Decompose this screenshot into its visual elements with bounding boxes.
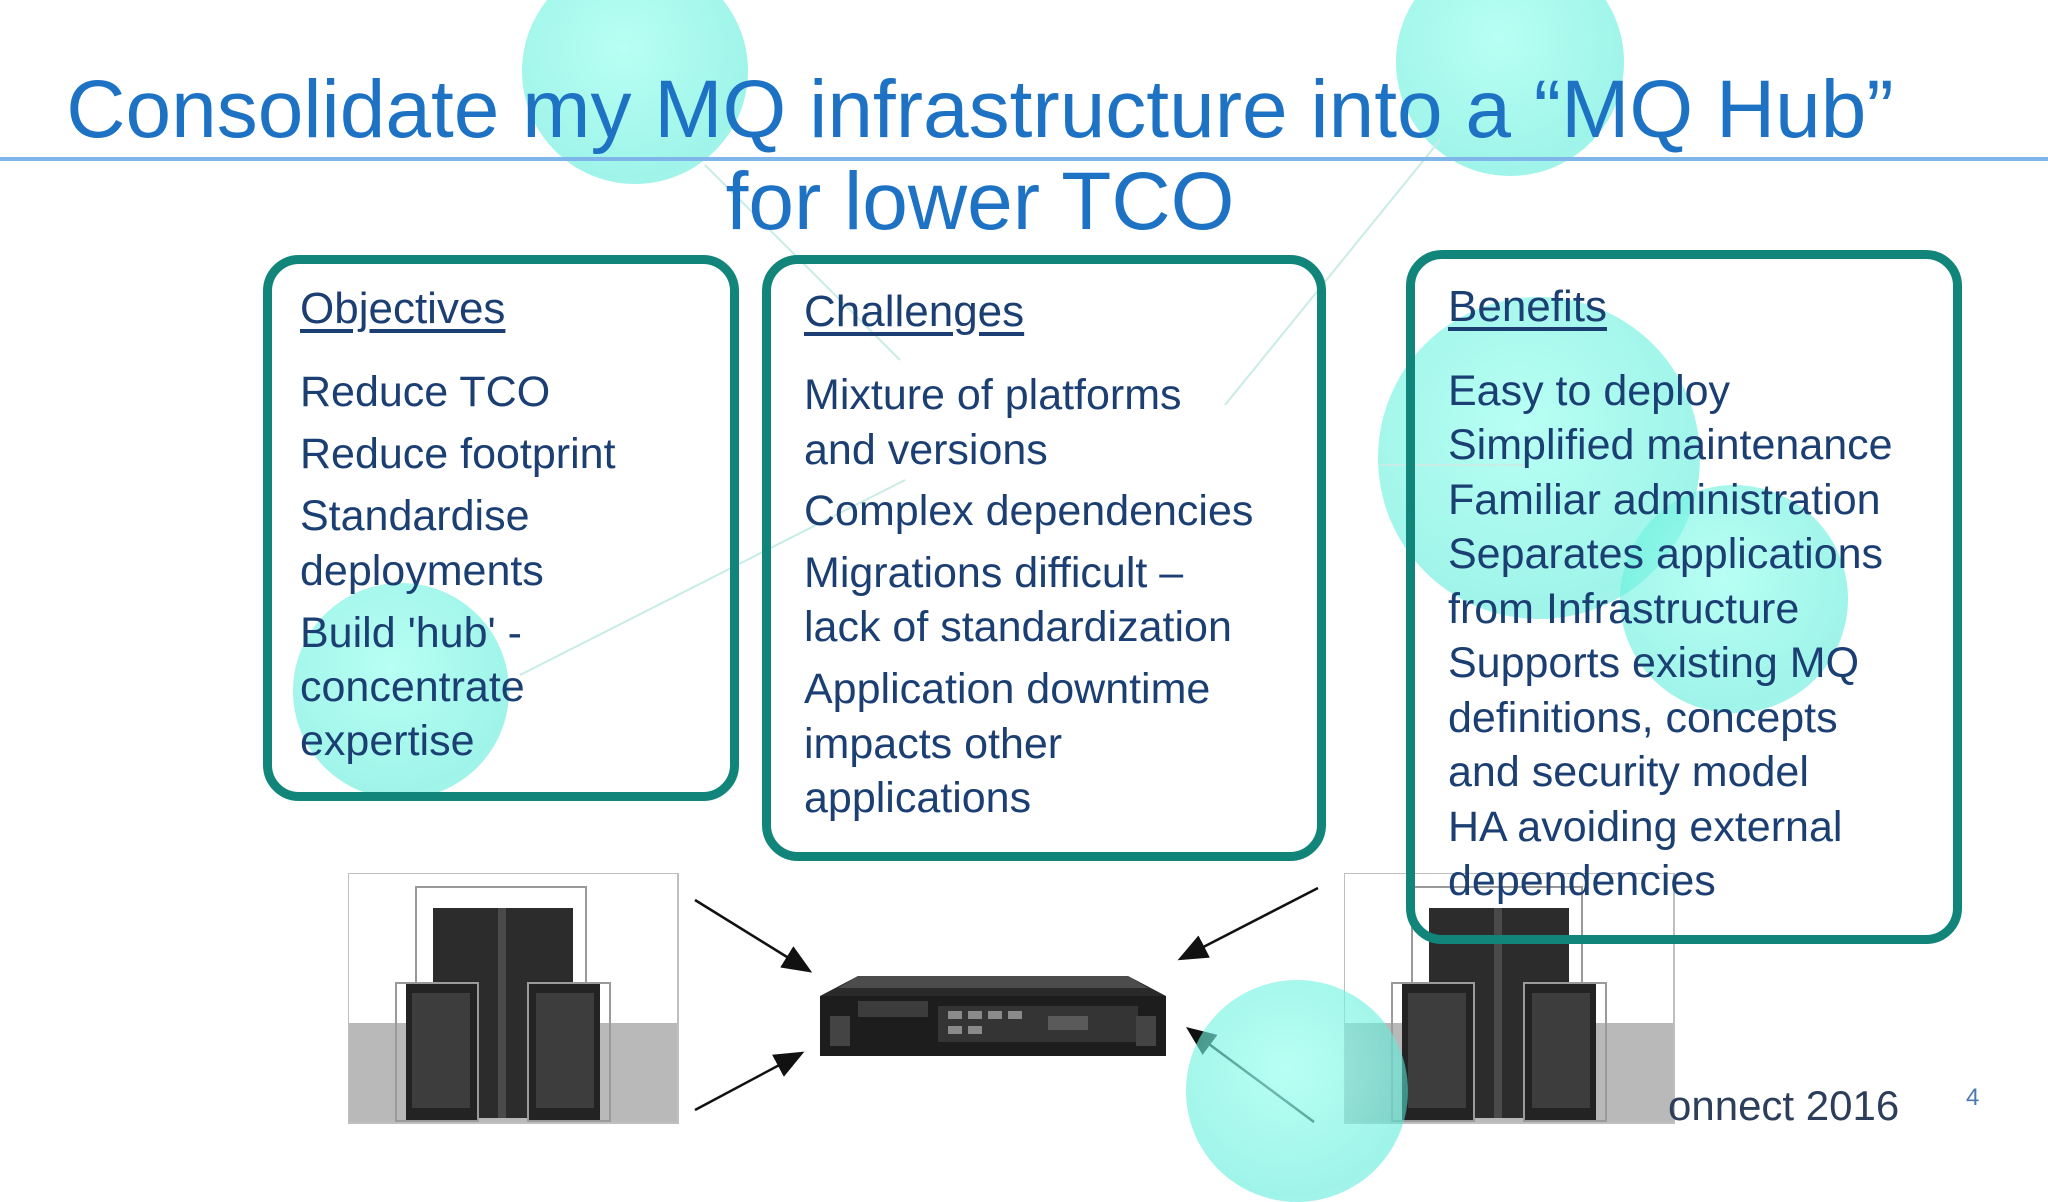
page-title: Consolidate my MQ infrastructure into a … (66, 64, 1894, 247)
benefits-item: HA avoiding external (1448, 803, 1843, 851)
benefits-item: dependencies (1448, 857, 1716, 905)
benefits-item: Simplified maintenance (1448, 421, 1893, 469)
benefits-item: Separates applications (1448, 530, 1884, 578)
objectives-item: Standardise (300, 492, 530, 540)
objectives-heading: Objectives (300, 284, 506, 333)
objectives-box (263, 255, 739, 801)
challenges-box (762, 255, 1326, 861)
page-number: 4 (1966, 1084, 1980, 1111)
challenges-item: Complex dependencies (804, 487, 1254, 535)
challenges-item: and versions (804, 426, 1048, 474)
objectives-item: Reduce footprint (300, 430, 616, 478)
arrow-icon (694, 1051, 805, 1112)
benefits-item: Familiar administration (1448, 476, 1881, 524)
decorative-bubble (522, 0, 748, 184)
benefits-item: and security model (1448, 748, 1809, 796)
mainframe-servers-icon (348, 873, 679, 1124)
benefits-heading: Benefits (1448, 282, 1607, 331)
benefits-item: from Infrastructure (1448, 585, 1800, 633)
objectives-item: Build 'hub' - (300, 609, 522, 657)
decorative-bubble (1186, 980, 1408, 1202)
arrow-icon (1177, 886, 1319, 961)
challenges-item: Mixture of platforms (804, 371, 1182, 419)
objectives-item: Reduce TCO (300, 368, 551, 416)
objectives-item: concentrate (300, 663, 525, 711)
challenges-heading: Challenges (804, 287, 1025, 336)
footer-event-label: onnect 2016 (1668, 1082, 1900, 1129)
benefits-box (1406, 250, 1962, 944)
arrow-icon (694, 898, 813, 973)
challenges-item: Application downtime (804, 665, 1211, 713)
benefits-item: Easy to deploy (1448, 367, 1731, 415)
decorative-bubble (293, 583, 509, 799)
benefits-item: definitions, concepts (1448, 694, 1838, 742)
challenges-item: Migrations difficult – (804, 549, 1184, 597)
challenges-item: lack of standardization (804, 603, 1232, 651)
title-divider (0, 157, 2048, 161)
decorative-bubble (1620, 485, 1848, 713)
benefits-item: Supports existing MQ (1448, 639, 1860, 687)
objectives-item: expertise (300, 717, 475, 765)
challenges-item: applications (804, 774, 1032, 822)
rack-appliance-icon (820, 976, 1166, 1056)
challenges-item: impacts other (804, 720, 1063, 768)
objectives-item: deployments (300, 547, 544, 595)
